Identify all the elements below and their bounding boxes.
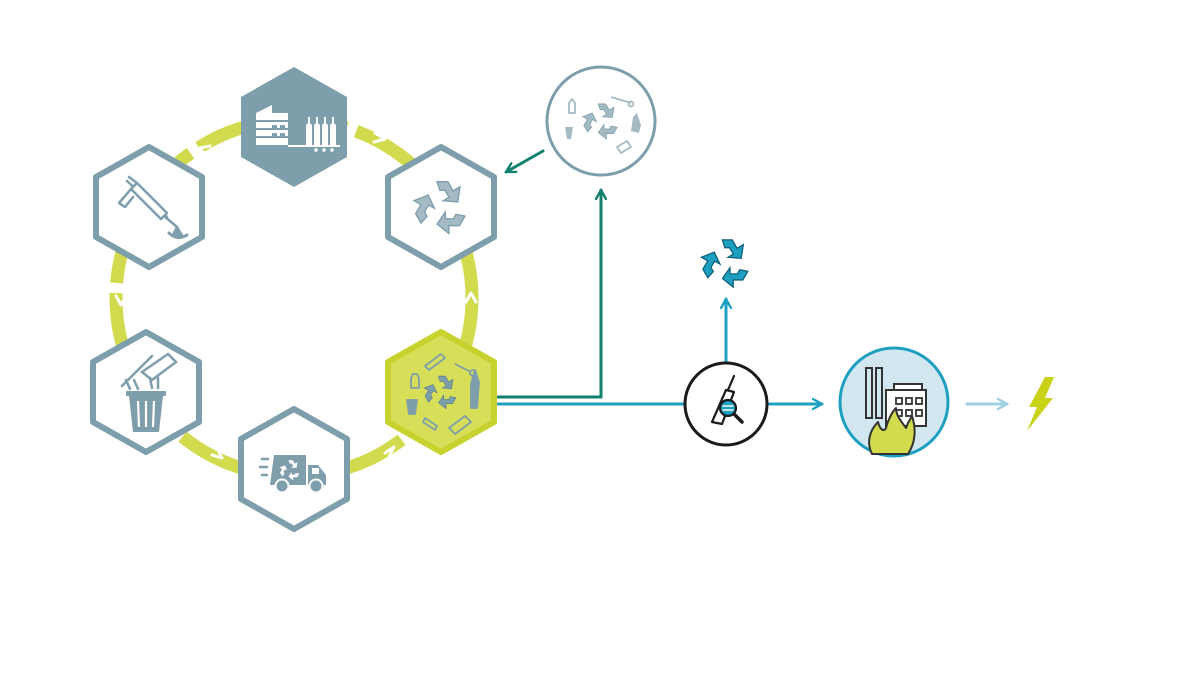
- waste-bin-icon: [120, 352, 178, 432]
- hex-disposal[interactable]: [90, 329, 202, 455]
- caulking-gun-icon: [117, 175, 189, 240]
- flow-lines: [496, 149, 1009, 404]
- energy-node[interactable]: [1027, 377, 1054, 431]
- hex-application[interactable]: [93, 144, 205, 270]
- recycling-truck-icon: [258, 455, 326, 494]
- circle-incineration-plant[interactable]: [838, 346, 950, 458]
- teal-return-arrow: [504, 149, 545, 174]
- circle-mixed-recyclables[interactable]: [545, 65, 657, 177]
- cartridge-magnifier-icon: [710, 374, 744, 426]
- hex-production[interactable]: [241, 67, 347, 187]
- factory-bottles-icon: [256, 105, 340, 152]
- hex-collection[interactable]: [238, 406, 350, 532]
- hex-sorting-active[interactable]: [385, 329, 497, 455]
- incineration-plant-icon: [865, 367, 927, 455]
- teal-flow-line: [496, 188, 601, 399]
- lightning-bolt-icon: [1027, 377, 1054, 431]
- mixed-waste-recycle-icon: [406, 353, 480, 435]
- mixed-recyclables-circle-icon: [565, 96, 641, 154]
- cycle-direction-arrows: [114, 131, 478, 460]
- recycle-symbol-blue-icon: [696, 239, 749, 291]
- hex-recycling[interactable]: [385, 144, 497, 270]
- circle-cartridge-inspection[interactable]: [683, 361, 769, 447]
- material-recycling-node[interactable]: [696, 239, 749, 291]
